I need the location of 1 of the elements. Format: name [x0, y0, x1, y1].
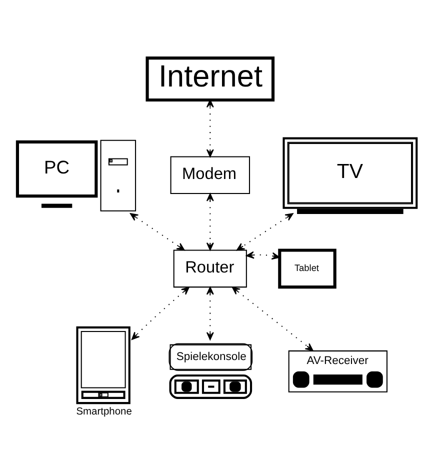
node-label: Smartphone [76, 406, 132, 417]
